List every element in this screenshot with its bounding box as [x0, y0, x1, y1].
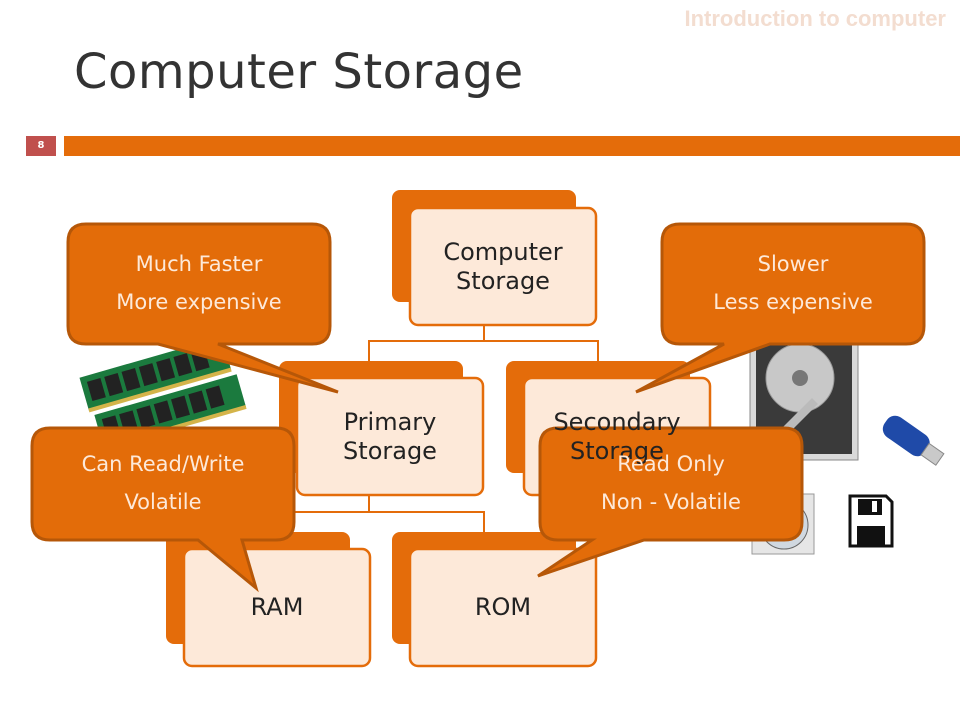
callout-rom: Read Only Non - Volatile	[540, 428, 802, 540]
callout-primary-shape	[66, 222, 339, 394]
callout-rom-line1: Read Only	[617, 452, 725, 477]
callout-primary-line2: More expensive	[116, 290, 282, 314]
callout-secondary-line2: Less expensive	[713, 290, 873, 314]
title-underline-bar	[64, 136, 960, 156]
node-label-computer-storage: Computer Storage	[443, 237, 563, 295]
usb-flash-drive-image	[882, 415, 945, 466]
callout-secondary: Slower Less expensive	[662, 224, 924, 344]
node-ram	[166, 532, 372, 668]
callout-primary: Much Faster More expensive	[68, 224, 330, 344]
node-label-primary-storage: Primary Storage	[343, 407, 437, 465]
page-number-badge: 8	[26, 136, 56, 156]
header-course-title: Introduction to computer	[684, 6, 946, 31]
callout-ram-line1: Can Read/Write	[81, 452, 245, 477]
hard-drive-image	[749, 329, 859, 461]
slide-title: Computer Storage	[74, 44, 524, 100]
node-label-rom: ROM	[474, 593, 532, 622]
callout-rom-shape	[537, 426, 804, 578]
callout-ram-shape	[30, 426, 296, 593]
node-label-secondary-storage: Secondary Storage	[553, 407, 681, 465]
callout-secondary-shape	[635, 222, 926, 394]
node-rom	[392, 532, 598, 668]
callout-primary-line1: Much Faster	[135, 252, 263, 277]
callout-ram: Can Read/Write Volatile	[32, 428, 294, 540]
callout-ram-line2: Volatile	[124, 490, 202, 514]
node-label-ram: RAM	[250, 593, 304, 622]
floppy-disk-icon	[848, 494, 894, 548]
callout-secondary-line1: Slower	[757, 252, 829, 277]
callout-rom-line2: Non - Volatile	[601, 490, 741, 514]
node-computer-storage	[392, 190, 598, 327]
